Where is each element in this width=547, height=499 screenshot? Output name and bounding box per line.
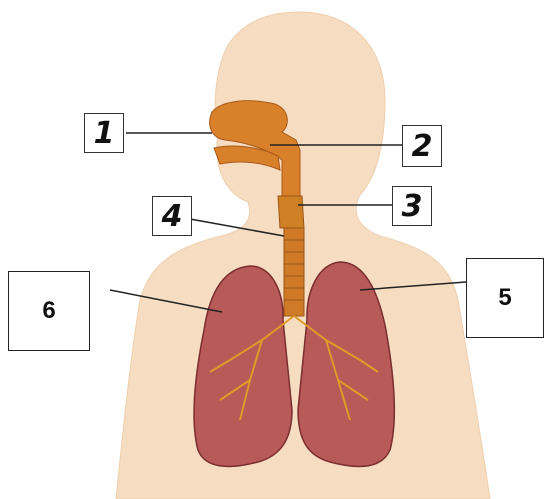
label-3: 3 — [392, 186, 432, 226]
label-4: 4 — [152, 196, 192, 236]
label-1: 1 — [84, 113, 124, 153]
label-5: 5 — [466, 258, 544, 338]
trachea — [284, 228, 304, 316]
label-6: 6 — [8, 271, 90, 351]
larynx — [278, 196, 304, 228]
label-2: 2 — [402, 125, 442, 167]
